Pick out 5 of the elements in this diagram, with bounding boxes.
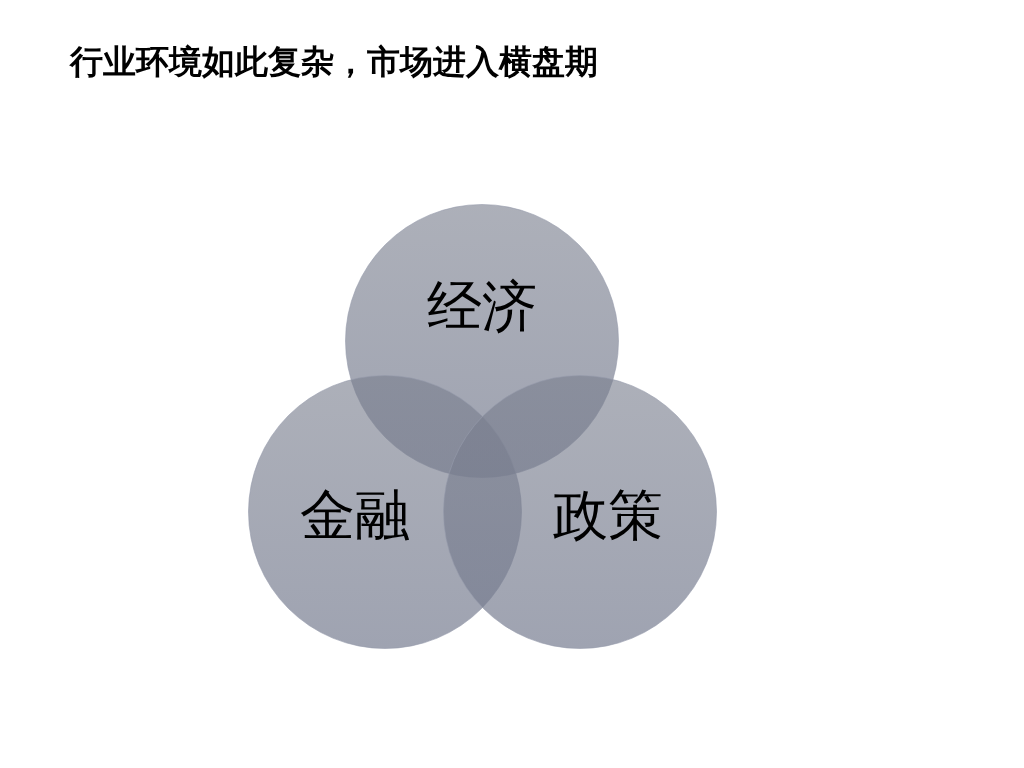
- circle-label: 经济: [427, 275, 537, 337]
- circle-label: 政策: [553, 484, 663, 546]
- venn-circle: [443, 375, 717, 649]
- title: 行业环境如此复杂，市场进入横盘期: [70, 42, 598, 82]
- circle-label: 金融: [300, 484, 410, 546]
